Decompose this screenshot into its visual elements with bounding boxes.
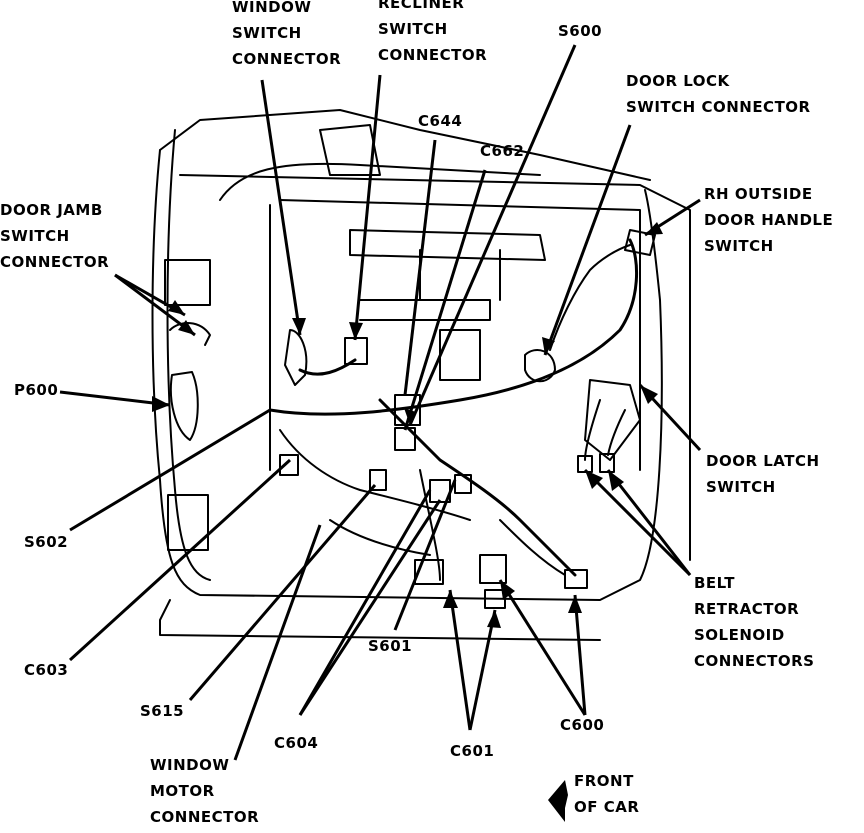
c603-label: C603 (24, 661, 69, 679)
s615-label: S615 (140, 702, 185, 720)
s601-label: S601 (368, 637, 413, 655)
c604-label: C604 (274, 734, 319, 752)
s600-label: S600 (558, 22, 603, 40)
c601-label: C601 (450, 742, 495, 760)
c644-label: C644 (418, 112, 463, 130)
p600-label: P600 (14, 381, 59, 399)
s602-label: S602 (24, 533, 69, 551)
c600-label: C600 (560, 716, 605, 734)
c662-label: C662 (480, 142, 525, 160)
